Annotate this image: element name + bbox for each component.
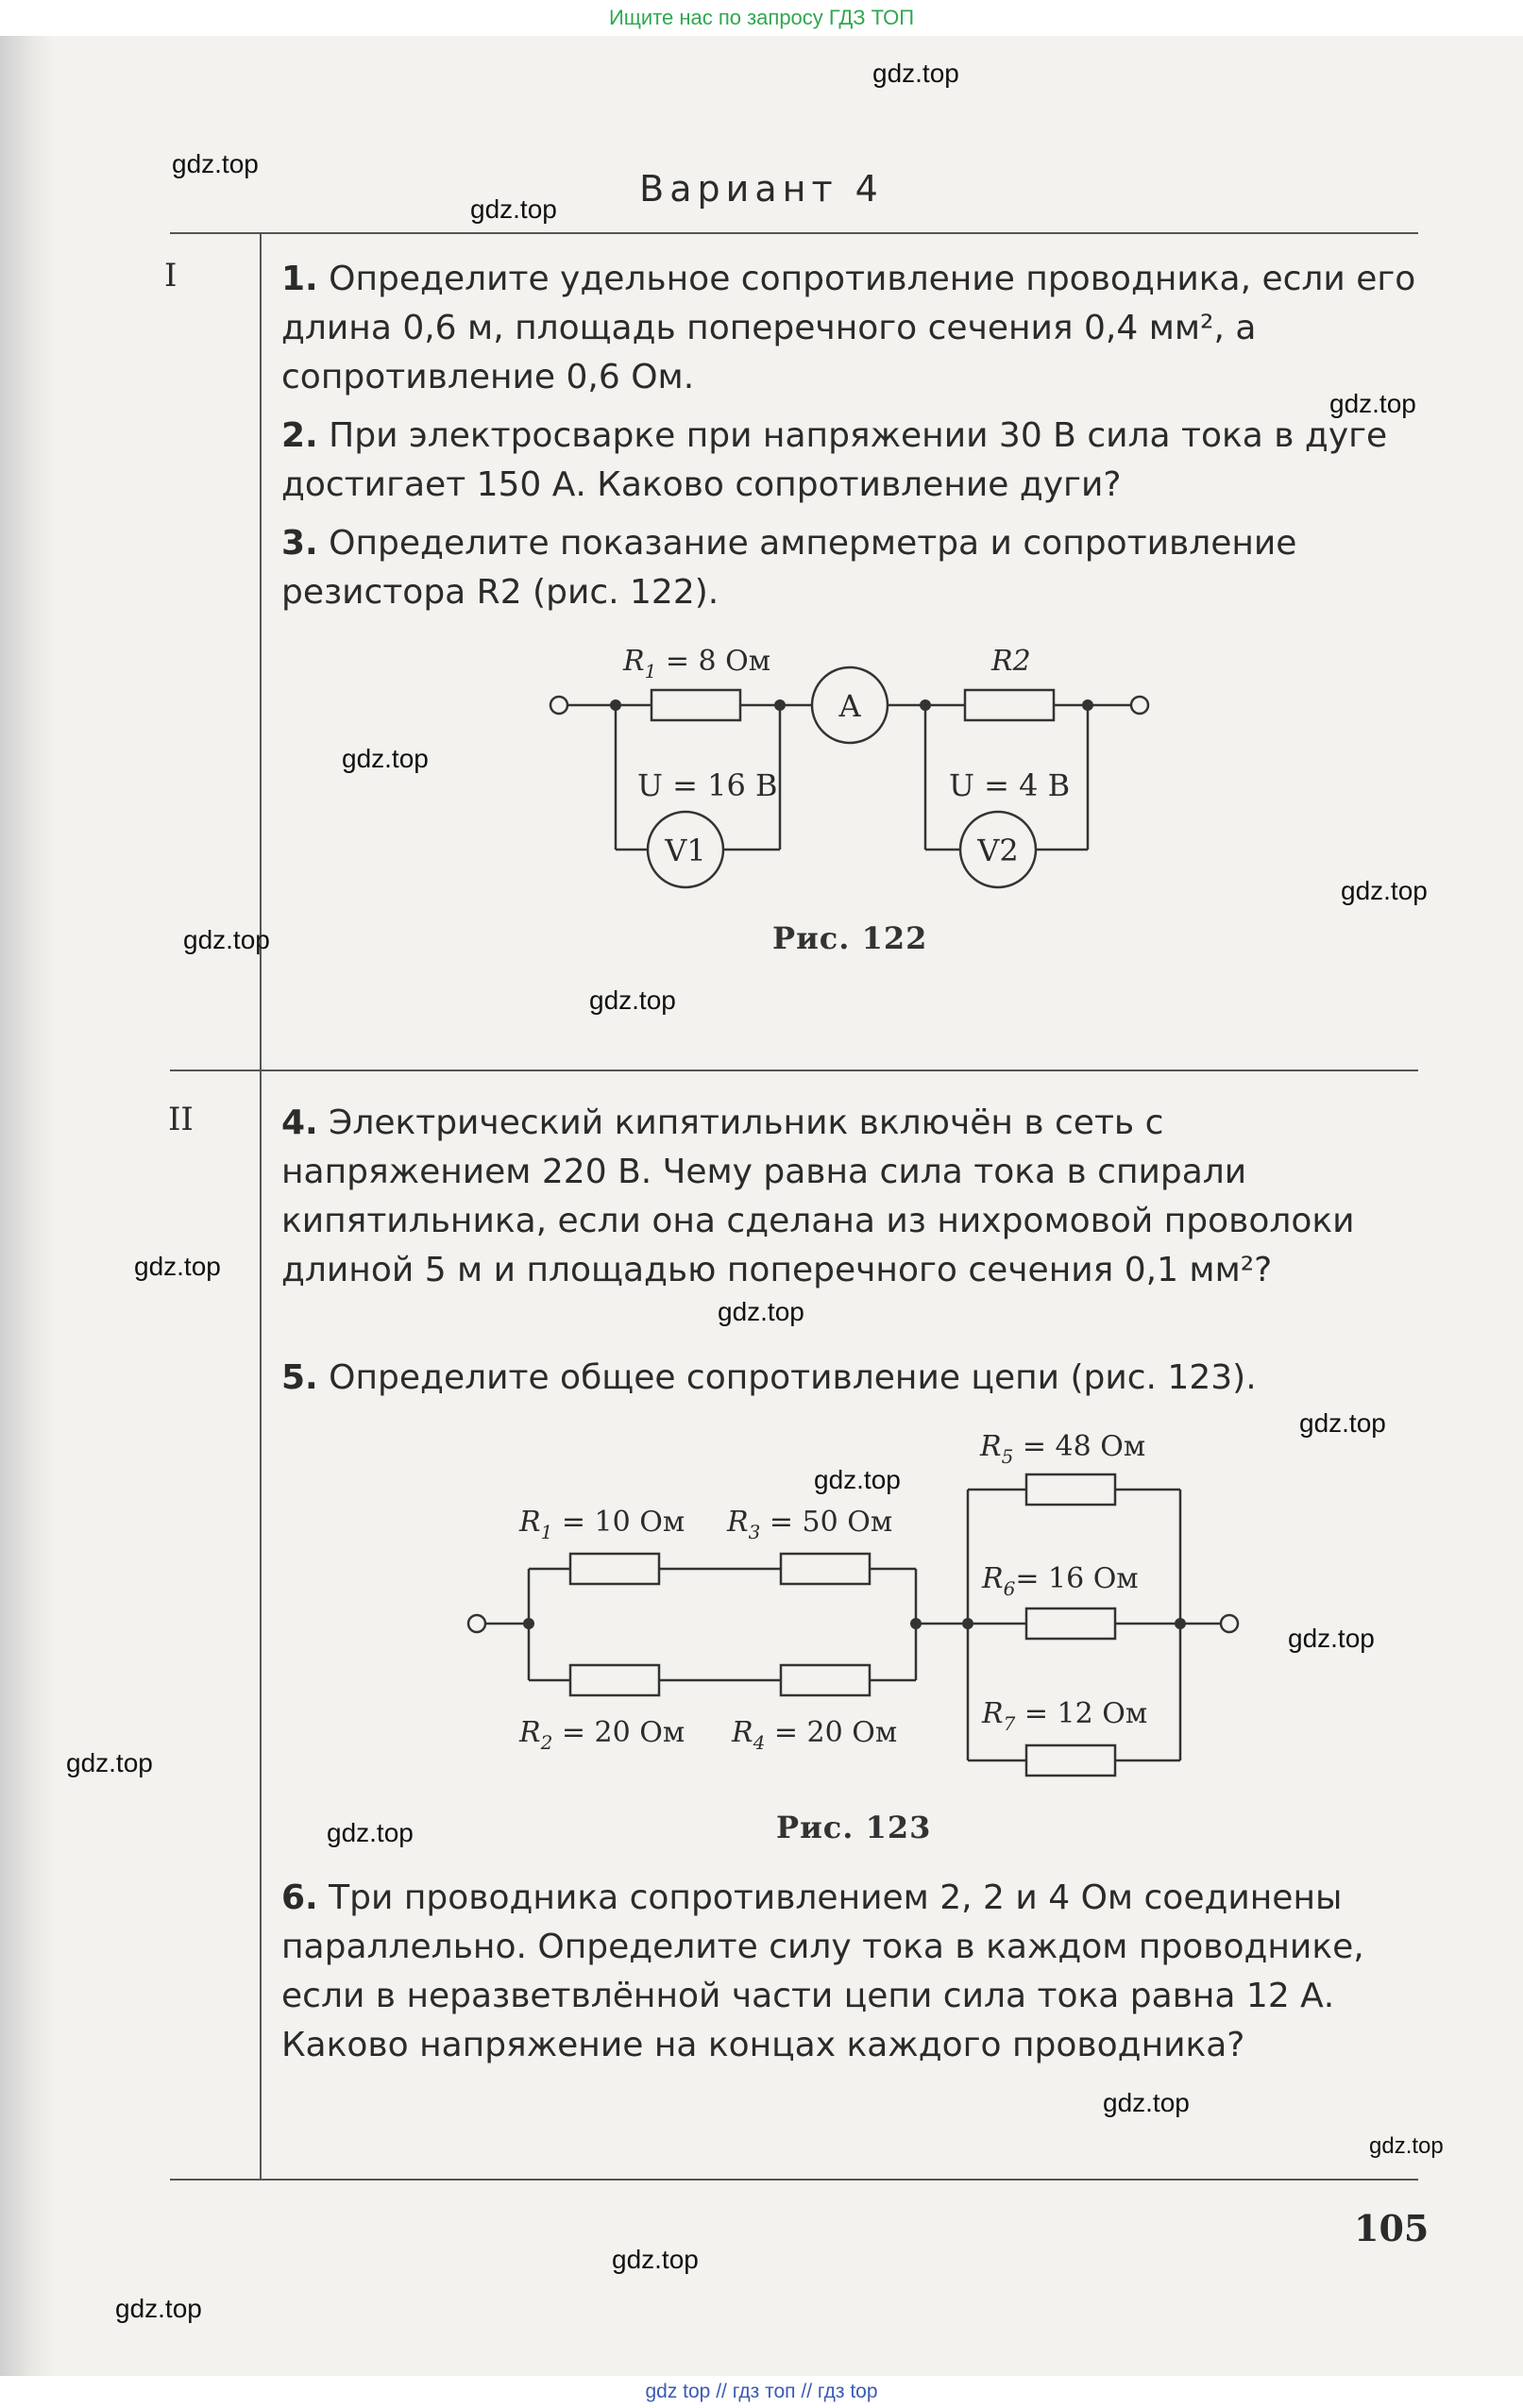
- task-3: 3. Определите показание амперметра и соп…: [281, 519, 1424, 617]
- watermark: gdz.top: [1329, 389, 1416, 418]
- task-1-number: 1.: [281, 260, 318, 298]
- watermark: gdz.top: [1369, 2133, 1444, 2159]
- watermark: gdz.top: [718, 1297, 804, 1326]
- fig122-r2-label: R2: [990, 645, 1031, 678]
- task-2: 2. При электросварке при напряжении 30 В…: [281, 412, 1424, 510]
- section-label-1: I: [164, 257, 178, 295]
- watermark: gdz.top: [589, 985, 676, 1015]
- task-4-number: 4.: [281, 1103, 318, 1142]
- task-2-number: 2.: [281, 416, 318, 455]
- watermark: gdz.top: [115, 2294, 202, 2323]
- watermark: gdz.top: [66, 1748, 153, 1777]
- task-5-number: 5.: [281, 1358, 318, 1397]
- watermark: gdz.top: [327, 1818, 414, 1847]
- figure-122-caption: Рис. 122: [772, 920, 928, 956]
- fig122-v2-label: V2: [976, 833, 1018, 868]
- figure-122-circuit: R1 = 8 Ом R2 A U = 16 В U = 4 В V1 V2: [549, 645, 1150, 889]
- fig122-ammeter-label: A: [838, 688, 861, 724]
- task-3-number: 3.: [281, 524, 318, 563]
- fig122-r1-label: R1 = 8 Ом: [622, 645, 770, 682]
- fig123-r3-label: R3 = 50 Ом: [726, 1506, 892, 1543]
- watermark: gdz.top: [1288, 1624, 1375, 1653]
- watermark: gdz.top: [342, 744, 429, 773]
- task-6-number: 6.: [281, 1878, 318, 1917]
- fig123-r7-label: R7 = 12 Ом: [981, 1697, 1147, 1735]
- task-6: 6. Три проводника сопротивлением 2, 2 и …: [281, 1874, 1424, 2070]
- watermark: gdz.top: [1299, 1408, 1386, 1438]
- page-title: Вариант 4: [639, 168, 884, 210]
- page-number: 105: [1354, 2207, 1430, 2249]
- fig123-r4-label: R4 = 20 Ом: [731, 1716, 897, 1754]
- watermark: gdz.top: [872, 59, 959, 88]
- watermark: gdz.top: [612, 2245, 699, 2274]
- task-1: 1. Определите удельное сопротивление про…: [281, 255, 1424, 402]
- fig122-u1-label: U = 16 В: [637, 767, 778, 803]
- section-divider: [170, 1069, 1418, 1071]
- top-banner[interactable]: Ищите нас по запросу ГДЗ ТОП: [0, 0, 1523, 36]
- task-2-text: При электросварке при напряжении 30 В си…: [281, 416, 1388, 504]
- task-6-text: Три проводника сопротивлением 2, 2 и 4 О…: [281, 1878, 1364, 2064]
- figure-123-circuit: R1 = 10 Ом R3 = 50 Ом R2 = 20 Ом R4 = 20…: [466, 1430, 1240, 1777]
- watermark: gdz.top: [1103, 2088, 1190, 2117]
- watermark: gdz.top: [183, 925, 270, 954]
- task-5-text: Определите общее сопротивление цепи (рис…: [317, 1358, 1257, 1397]
- watermark: gdz.top: [172, 149, 259, 178]
- figure-123-caption: Рис. 123: [776, 1810, 932, 1845]
- task-4-text: Электрический кипятильник включён в сеть…: [281, 1103, 1355, 1289]
- fig123-r5-label: R5 = 48 Ом: [979, 1430, 1145, 1468]
- task-5: 5. Определите общее сопротивление цепи (…: [281, 1354, 1424, 1403]
- task-3-text: Определите показание амперметра и сопрот…: [281, 524, 1297, 612]
- bottom-banner[interactable]: gdz top // гдз топ // гдз top: [0, 2376, 1523, 2408]
- table-bottom-rule: [170, 2179, 1418, 2181]
- watermark: gdz.top: [134, 1252, 221, 1281]
- fig122-v1-label: V1: [664, 833, 705, 868]
- fig123-r1-label: R1 = 10 Ом: [518, 1506, 685, 1543]
- fig122-u2-label: U = 4 В: [949, 767, 1070, 803]
- section-label-2: II: [168, 1101, 194, 1138]
- watermark: gdz.top: [470, 194, 557, 224]
- task-1-text: Определите удельное сопротивление провод…: [281, 260, 1416, 396]
- watermark: gdz.top: [1341, 876, 1428, 905]
- fig123-r6-label: R6= 16 Ом: [981, 1562, 1139, 1600]
- table-top-rule: [170, 232, 1418, 234]
- book-spine-shadow: [0, 36, 55, 2376]
- table-column-rule: [260, 232, 262, 2179]
- watermark: gdz.top: [814, 1465, 901, 1494]
- fig123-r2-label: R2 = 20 Ом: [518, 1716, 685, 1754]
- task-4: 4. Электрический кипятильник включён в с…: [281, 1099, 1424, 1295]
